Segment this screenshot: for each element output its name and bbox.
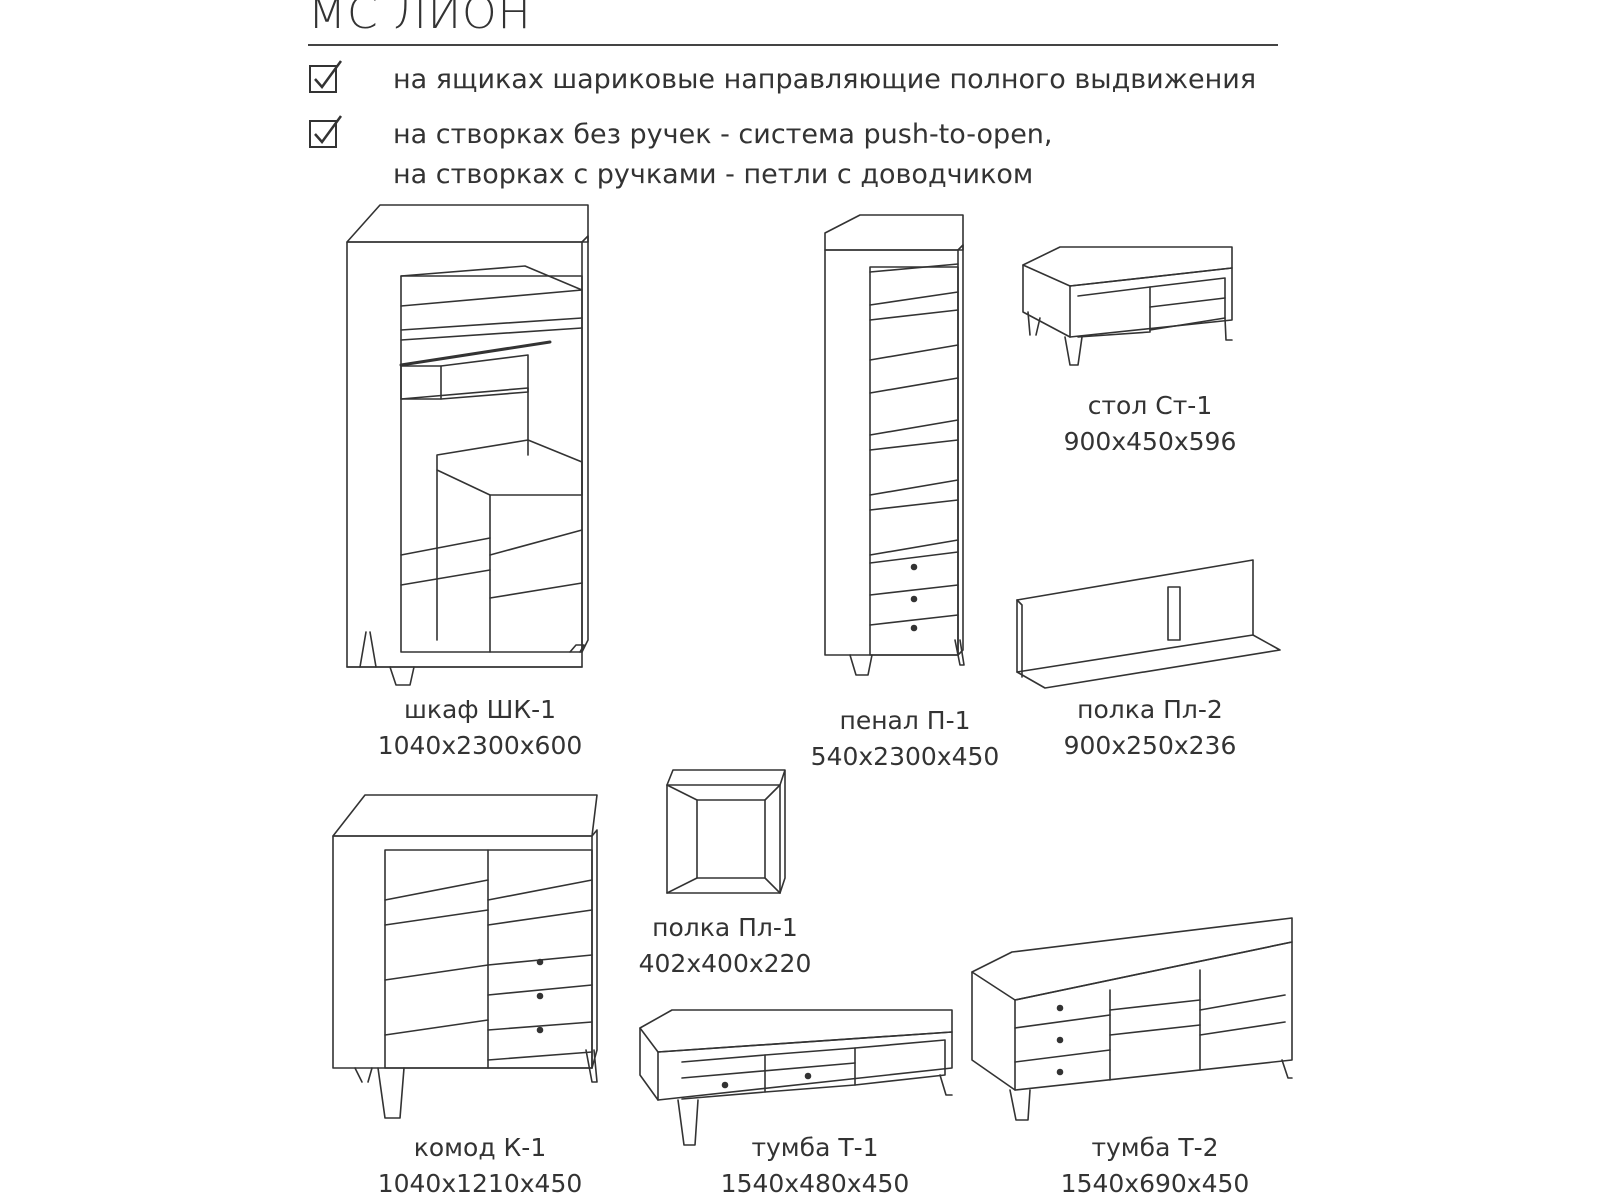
- chest-of-drawers-drawing: [332, 794, 598, 1119]
- feature-line: на створках с ручками - петли с доводчик…: [393, 159, 1034, 190]
- wall-shelf-1-drawing: [666, 769, 786, 894]
- item-size: 1540x480x450: [720, 1169, 910, 1198]
- item-name: стол Ст-1: [1087, 391, 1213, 420]
- wardrobe-drawing: [346, 204, 589, 686]
- feature-text: на створках без ручек - система push-to-…: [393, 115, 1053, 195]
- caption-chest-of-drawers: комод К-1 1040x1210x450: [365, 1130, 595, 1202]
- caption-tv-stand-1: тумба Т-1 1540x480x450: [700, 1130, 930, 1202]
- feature-line: на ящиках шариковые направляющие полного…: [393, 64, 1257, 95]
- item-size: 540x2300x450: [810, 742, 1000, 771]
- tv-stand-1-drawing: [639, 1009, 953, 1146]
- caption-wall-shelf-1: полка Пл-1 402x400x220: [610, 910, 840, 982]
- item-size: 1040x1210x450: [377, 1169, 583, 1198]
- coffee-table-drawing: [1022, 246, 1233, 366]
- item-size: 900x450x596: [1063, 427, 1237, 456]
- page-title: МС ЛИОН: [308, 0, 532, 39]
- caption-wall-shelf-2: полка Пл-2 900x250x236: [1035, 692, 1265, 764]
- item-name: полка Пл-1: [652, 913, 798, 942]
- pencil-case-drawing: [824, 214, 965, 676]
- feature-line: на створках без ручек - система push-to-…: [393, 119, 1053, 150]
- feature-text: на ящиках шариковые направляющие полного…: [393, 60, 1256, 100]
- item-name: тумба Т-2: [1091, 1133, 1219, 1162]
- checkbox-checked-icon: [309, 60, 343, 93]
- caption-wardrobe: шкаф ШК-1 1040x2300x600: [365, 692, 595, 764]
- item-name: полка Пл-2: [1077, 695, 1223, 724]
- caption-coffee-table: стол Ст-1 900x450x596: [1035, 388, 1265, 460]
- item-name: шкаф ШК-1: [403, 695, 557, 724]
- item-name: комод К-1: [413, 1133, 547, 1162]
- item-name: тумба Т-1: [751, 1133, 879, 1162]
- wall-shelf-2-drawing: [1016, 559, 1281, 689]
- item-size: 900x250x236: [1063, 731, 1237, 760]
- caption-pencil-case: пенал П-1 540x2300x450: [790, 703, 1020, 775]
- item-size: 1540x690x450: [1060, 1169, 1250, 1198]
- title-divider: [308, 44, 1278, 46]
- checkbox-checked-icon: [309, 115, 343, 148]
- tv-stand-2-drawing: [971, 917, 1293, 1121]
- item-name: пенал П-1: [839, 706, 971, 735]
- item-size: 402x400x220: [638, 949, 812, 978]
- caption-tv-stand-2: тумба Т-2 1540x690x450: [1040, 1130, 1270, 1202]
- item-size: 1040x2300x600: [377, 731, 583, 760]
